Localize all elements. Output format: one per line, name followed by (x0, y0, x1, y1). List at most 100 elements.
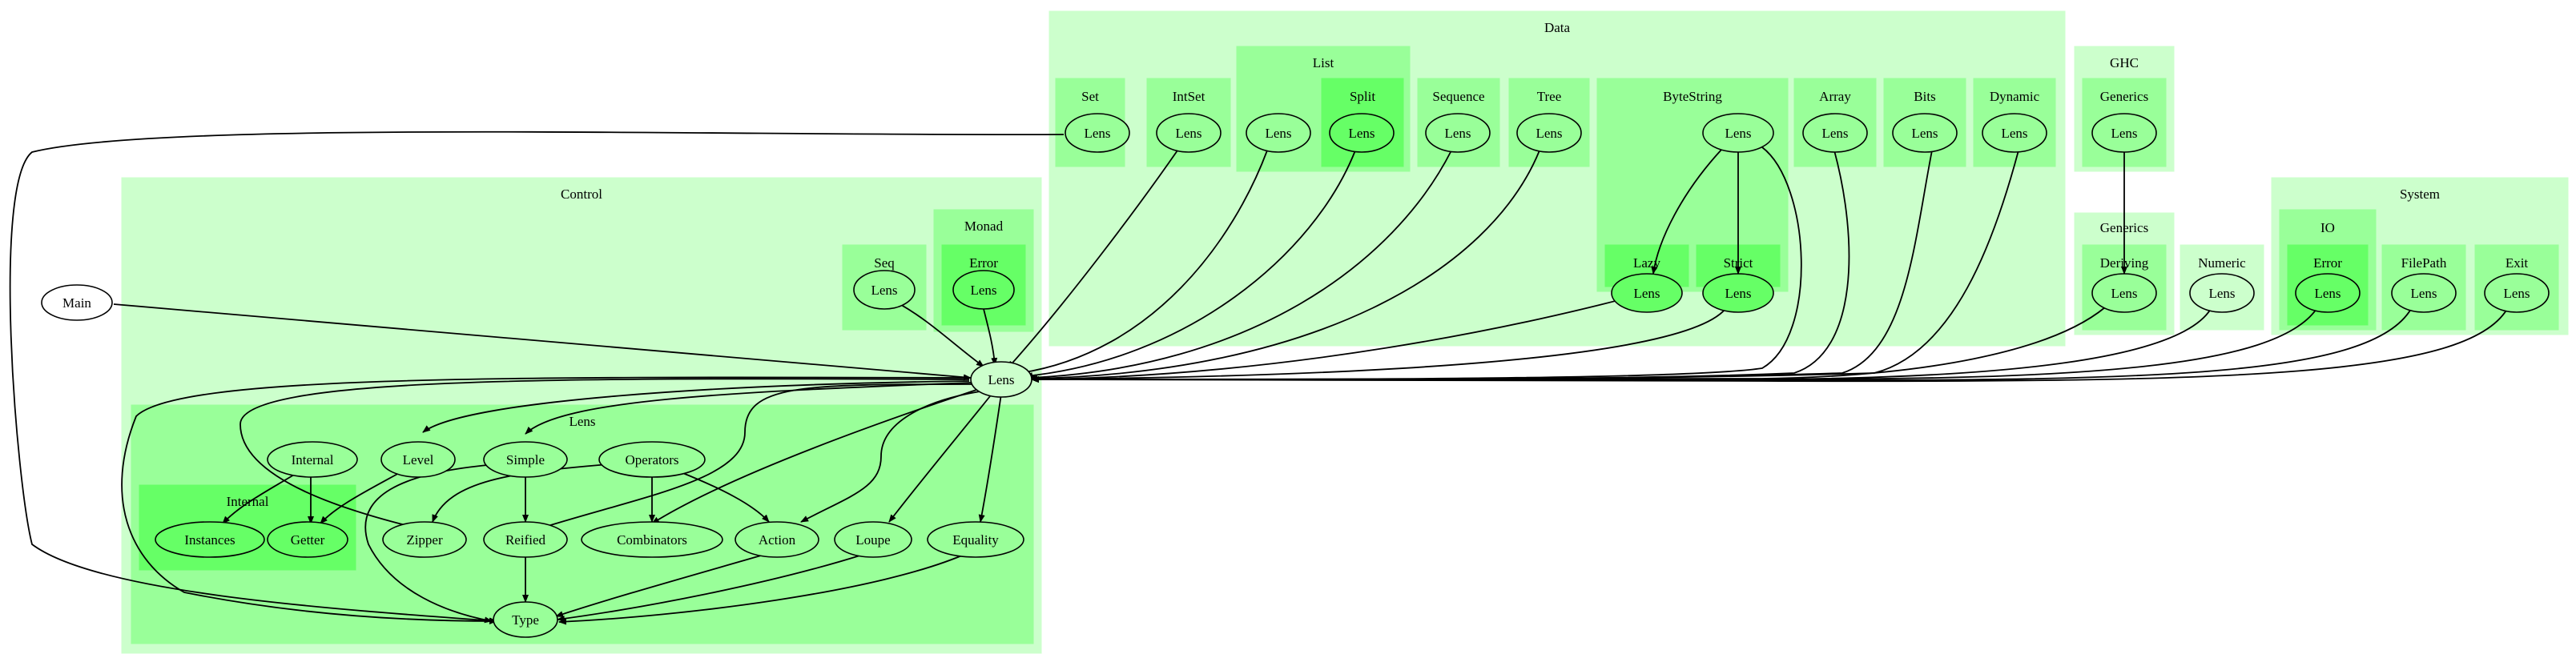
clusters: Data Set IntSet List Split Sequence Tree (121, 10, 2569, 654)
node-exit-lens: Lens (2484, 273, 2550, 313)
node-deriving-lens-label: Lens (2111, 286, 2137, 301)
node-loupe: Loupe (834, 521, 912, 558)
edge-bytestring-to-lazy (1651, 148, 1723, 275)
edge-operators-to-zipper (432, 463, 610, 523)
edge-split-to-lens (1024, 150, 1356, 379)
cluster-control-label: Control (561, 187, 602, 202)
edge-exit-to-lens (1031, 308, 2508, 383)
edges (9, 130, 2508, 625)
edge-lens-to-equality (978, 393, 1002, 523)
node-deriving-lens: Lens (2091, 273, 2157, 313)
node-level-label: Level (403, 452, 434, 467)
node-lazy-lens-label: Lens (1633, 286, 1660, 301)
cluster-internal-label: Internal (227, 494, 269, 509)
node-type-label: Type (512, 612, 539, 628)
cluster-ghc-label: GHC (2110, 55, 2139, 70)
node-set-lens: Lens (1065, 113, 1130, 153)
node-internal: Internal (267, 441, 358, 478)
node-simple: Simple (483, 441, 568, 478)
edge-lens-to-simple (525, 382, 972, 435)
node-seq-lens: Lens (853, 270, 916, 310)
node-bits-lens-label: Lens (1911, 126, 1938, 141)
node-reified: Reified (483, 521, 568, 558)
node-bits-lens: Lens (1892, 113, 1958, 153)
node-bytestring-lens-label: Lens (1725, 126, 1751, 141)
edge-lens-to-type (121, 376, 970, 624)
node-getter-label: Getter (291, 532, 325, 548)
node-monad-error-lens-label: Lens (970, 283, 996, 298)
node-ghc-generics-lens: Lens (2091, 113, 2157, 153)
cluster-array-label: Array (1819, 89, 1851, 104)
node-sequence-lens: Lens (1425, 113, 1491, 153)
node-operators: Operators (598, 441, 706, 478)
cluster-ghc-generics-label: Generics (2100, 89, 2148, 104)
node-intset-lens-label: Lens (1175, 126, 1201, 141)
edge-seq-to-lens (896, 302, 984, 367)
node-exit-lens-label: Lens (2503, 286, 2530, 301)
edge-list-to-lens (1020, 150, 1268, 375)
node-type: Type (493, 601, 558, 638)
node-combinators: Combinators (581, 521, 723, 558)
node-strict-lens: Lens (1702, 273, 1774, 313)
node-equality-label: Equality (952, 532, 999, 548)
node-level: Level (380, 441, 456, 478)
cluster-numeric-label: Numeric (2198, 255, 2246, 271)
node-action-label: Action (759, 532, 796, 548)
edge-lens-to-reified (534, 383, 973, 532)
node-dynamic-lens-label: Lens (2001, 126, 2027, 141)
node-list-lens: Lens (1246, 113, 1311, 153)
cluster-bits-label: Bits (1914, 89, 1935, 104)
edge-set-to-type (9, 130, 1065, 624)
node-filepath-lens-label: Lens (2410, 286, 2437, 301)
edge-intset-to-lens (1007, 150, 1178, 369)
node-equality: Equality (927, 521, 1024, 558)
edge-lens-to-loupe (888, 391, 994, 523)
node-list-lens-label: Lens (1265, 126, 1291, 141)
edge-lens-to-zipper (239, 378, 970, 530)
cluster-set-label: Set (1081, 89, 1099, 104)
node-control-lens-label: Lens (988, 372, 1014, 387)
cluster-data: Data (1049, 10, 2066, 347)
node-filepath-lens: Lens (2391, 273, 2457, 313)
node-io-error-lens-label: Lens (2314, 286, 2341, 301)
node-reified-label: Reified (505, 532, 546, 548)
node-operators-label: Operators (625, 452, 678, 467)
node-action: Action (735, 521, 819, 558)
edge-loupe-to-type (557, 553, 866, 622)
cluster-exit-label: Exit (2506, 255, 2529, 271)
node-sequence-lens-label: Lens (1444, 126, 1471, 141)
cluster-dynamic-label: Dynamic (1990, 89, 2040, 104)
node-split-lens-label: Lens (1348, 126, 1375, 141)
node-instances-label: Instances (184, 532, 235, 548)
node-simple-label: Simple (506, 452, 545, 467)
edge-strict-to-lens (1031, 308, 1726, 383)
edge-internal-to-instances (222, 471, 299, 524)
cluster-list-label: List (1313, 55, 1334, 70)
cluster-intset-label: IntSet (1173, 89, 1205, 104)
nodes: Main Lens Lens Lens Lens Lens Lens Lens (41, 113, 2550, 638)
node-numeric-lens-label: Lens (2208, 286, 2235, 301)
node-set-lens-label: Lens (1084, 126, 1110, 141)
node-instances: Instances (155, 521, 265, 558)
cluster-monad-label: Monad (964, 219, 1004, 234)
node-dynamic-lens: Lens (1982, 113, 2047, 153)
node-getter: Getter (267, 521, 348, 558)
node-intset-lens: Lens (1156, 113, 1222, 153)
cluster-data-label: Data (1544, 20, 1571, 35)
edge-operators-to-action (680, 471, 770, 523)
cluster-lens-label: Lens (569, 414, 595, 429)
edge-monad-error-to-lens (983, 308, 998, 366)
cluster-tree-label: Tree (1537, 89, 1562, 104)
node-ghc-generics-lens-label: Lens (2111, 126, 2137, 141)
node-array-lens: Lens (1802, 113, 1868, 153)
edge-lens-to-action (800, 390, 986, 523)
cluster-filepath-label: FilePath (2401, 255, 2447, 271)
edge-tree-to-lens (1029, 150, 1540, 382)
node-tree-lens-label: Lens (1536, 126, 1562, 141)
node-bytestring-lens: Lens (1702, 113, 1774, 153)
edge-level-to-getter (320, 471, 401, 524)
node-strict-lens-label: Lens (1725, 286, 1751, 301)
node-internal-label: Internal (292, 452, 334, 467)
node-monad-error-lens: Lens (952, 270, 1015, 310)
